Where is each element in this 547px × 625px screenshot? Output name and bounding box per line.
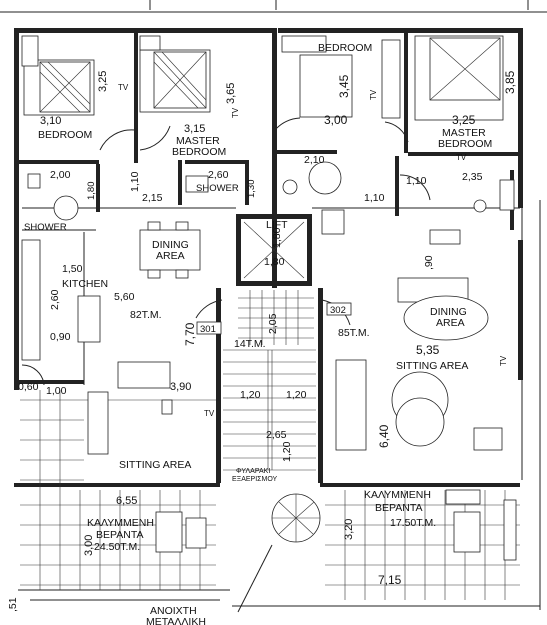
room-label-sitting-right: SITTING AREA [396,360,468,372]
dim-label: 1,00 [46,385,67,397]
dim-label: ,51 [7,597,19,612]
dim-label: 3,20 [343,519,355,540]
dim-label: 6,55 [116,495,137,507]
room-label-kitchen: KITCHEN [62,278,108,290]
dim-label: 1,10 [364,192,385,204]
room-label-master-right-2: BEDROOM [438,138,492,150]
dim-label: ,90 [423,255,435,270]
dim-label: 3,90 [170,381,191,393]
room-label-guard-1: ΦΥΛΑΡΑΚΙ [236,468,270,475]
room-label-open-stair-2: ΜΕΤΑΛΛΙΚΗ [146,616,206,625]
dim-label: 2,15 [142,192,163,204]
dim-label: 2,60 [49,289,61,310]
tv-label: TV [231,107,240,118]
dim-label: 3,45 [337,74,351,98]
area-flat-301: 82Τ.Μ. [130,309,162,321]
tv-labels: TV TV TV TV TV TV [118,83,508,418]
room-label-veranda-right-3: 17.50Τ.Μ. [390,517,436,529]
dim-label: 1,80 [86,182,97,201]
room-label-shower-2: SHOWER [24,222,67,233]
dim-label: 7,15 [378,573,402,587]
dim-label: 7,70 [183,322,197,346]
furniture [21,35,517,613]
flat-number-302: 302 [330,305,346,316]
dim-label: 0,60 [18,381,39,393]
room-label-open-stair-1: ΑΝΟΙΧΤΗ [150,605,197,617]
room-label-dining-left-2: AREA [156,250,185,262]
room-label-master-left-2: BEDROOM [172,146,226,158]
dim-label: 5,35 [416,343,440,357]
room-label-lift: LIFT [266,219,288,231]
area-landing: 14Τ.Μ. [234,338,266,350]
dim-label: 3,00 [83,535,95,556]
dim-label: 1,50 [62,263,83,275]
plan-lines [0,0,547,610]
dim-label: 1,20 [240,389,261,401]
dim-label: 0,90 [50,331,71,343]
room-label-sitting-left: SITTING AREA [119,459,191,471]
dim-label: 3,85 [503,70,517,94]
dim-label: 3,00 [324,113,348,127]
room-label-shower-1: SHOWER [196,183,239,194]
dim-label: 2,65 [266,429,287,441]
dim-label: 2,10 [304,154,325,166]
room-label-veranda-left-1: ΚΑΛΥΜΜΕΝΗ [87,517,154,529]
dim-label: 2,00 [50,169,71,181]
tv-label: TV [204,409,215,418]
tv-label: TV [118,83,129,92]
room-label-bedroom-top: BEDROOM [318,42,372,54]
dim-label: 1,80 [271,227,283,248]
dimension-labels: 3,25 3,10 3,15 3,65 3,45 3,00 3,25 3,85 … [7,70,517,612]
dim-label: 2,35 [462,171,483,183]
room-label-veranda-left-2: ΒΕΡΑΝΤΑ [96,529,143,541]
flat-number-301: 301 [200,324,216,335]
dim-label: 1,10 [406,175,427,187]
dim-label: 6,40 [377,424,391,448]
area-flat-302: 85Τ.Μ. [338,327,370,339]
room-label-dining-left: DINING [152,239,189,251]
dim-label: 1,20 [286,389,307,401]
dim-label: 3,25 [452,113,476,127]
door-swings [21,117,431,386]
dim-label: 3,65 [225,83,237,104]
tv-label: TV [369,89,378,100]
area-labels: 82Τ.Μ. 85Τ.Μ. 14Τ.Μ. 301 302 [130,302,370,350]
dim-label: 1,30 [246,180,257,199]
dim-label: 5,60 [114,291,135,303]
tv-label: TV [499,355,508,366]
dim-label: 1,80 [264,256,285,268]
dim-label: 2,60 [208,169,229,181]
tv-label: TV [456,153,467,162]
room-label-dining-right: DINING [430,306,467,318]
dim-label: 2,05 [267,313,279,334]
room-label-veranda-right-2: ΒΕΡΑΝΤΑ [375,502,422,514]
dim-label: 3,25 [97,71,109,92]
room-label-master-right: MASTER [442,127,486,139]
room-labels: BEDROOM MASTER BEDROOM BEDROOM MASTER BE… [24,42,492,625]
dim-label: 1,20 [281,441,293,462]
room-label-dining-right-2: AREA [436,317,465,329]
room-label-guard-2: ΕΞΑΕΡΙΣΜΟΥ [232,476,278,483]
room-label-veranda-left-3: 24.50Τ.Μ. [94,541,140,553]
room-label-veranda-right-1: ΚΑΛΥΜΜΕΝΗ [364,489,431,501]
dim-label: 1,10 [129,171,141,192]
room-label-master-left: MASTER [176,135,220,147]
dim-label: 3,15 [184,123,205,135]
walls [14,28,523,487]
dim-label: 3,10 [40,115,61,127]
room-label-bedroom-left: BEDROOM [38,129,92,141]
